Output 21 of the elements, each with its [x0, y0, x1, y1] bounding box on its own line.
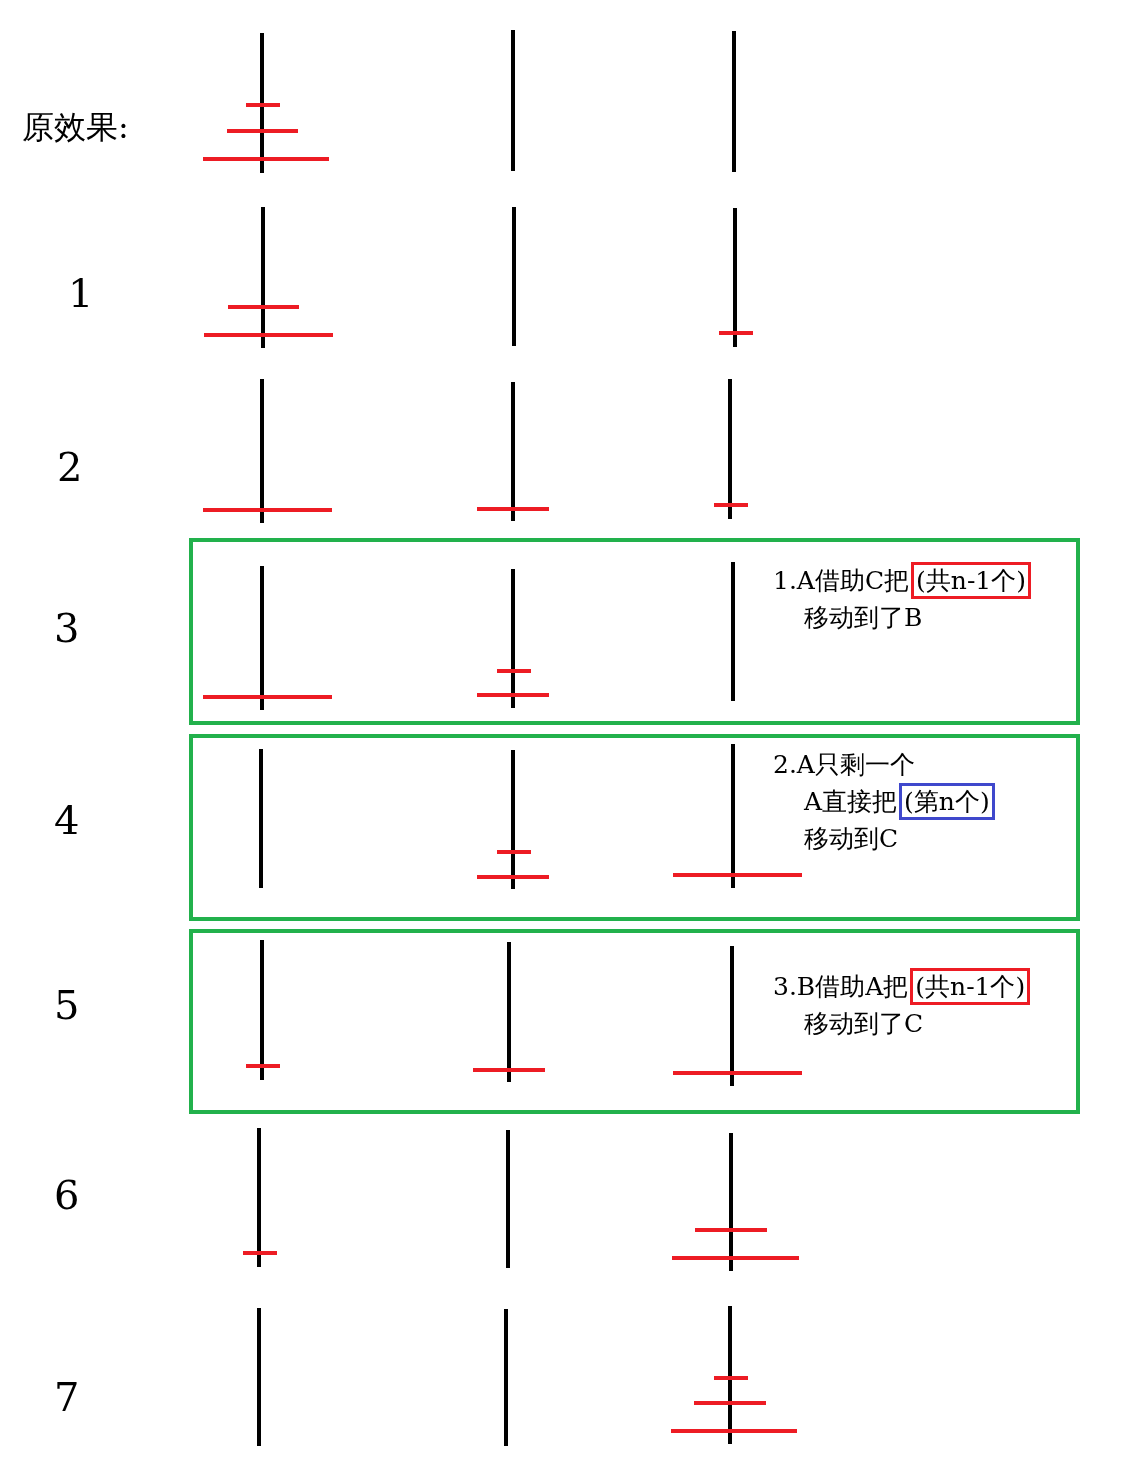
- step-number: 6: [54, 1171, 80, 1220]
- step-box: [189, 538, 1080, 725]
- step-text: 3.B借助A把: [773, 972, 909, 1001]
- step-number: 2: [57, 443, 83, 492]
- step-number: 4: [54, 796, 80, 845]
- step-number: 3: [54, 604, 80, 653]
- state-label: 原效果:: [22, 107, 129, 148]
- step-text: 移动到了B: [804, 603, 923, 632]
- step-number: 7: [54, 1373, 80, 1422]
- step-number: 5: [54, 981, 80, 1030]
- step-text: 2.A只剩一个: [773, 750, 915, 779]
- step-text: 移动到C: [804, 824, 899, 853]
- step-number: 1: [68, 269, 94, 318]
- step-text: 1.A借助C把: [773, 566, 910, 595]
- step-text: A直接把: [804, 787, 898, 816]
- highlight-box: (共n-1个): [911, 562, 1031, 599]
- step-box: [189, 734, 1080, 921]
- step-text: 移动到了C: [804, 1009, 924, 1038]
- step-box: [189, 929, 1080, 1114]
- highlight-box: (共n-1个): [910, 968, 1031, 1005]
- highlight-box: (第n个): [899, 783, 995, 820]
